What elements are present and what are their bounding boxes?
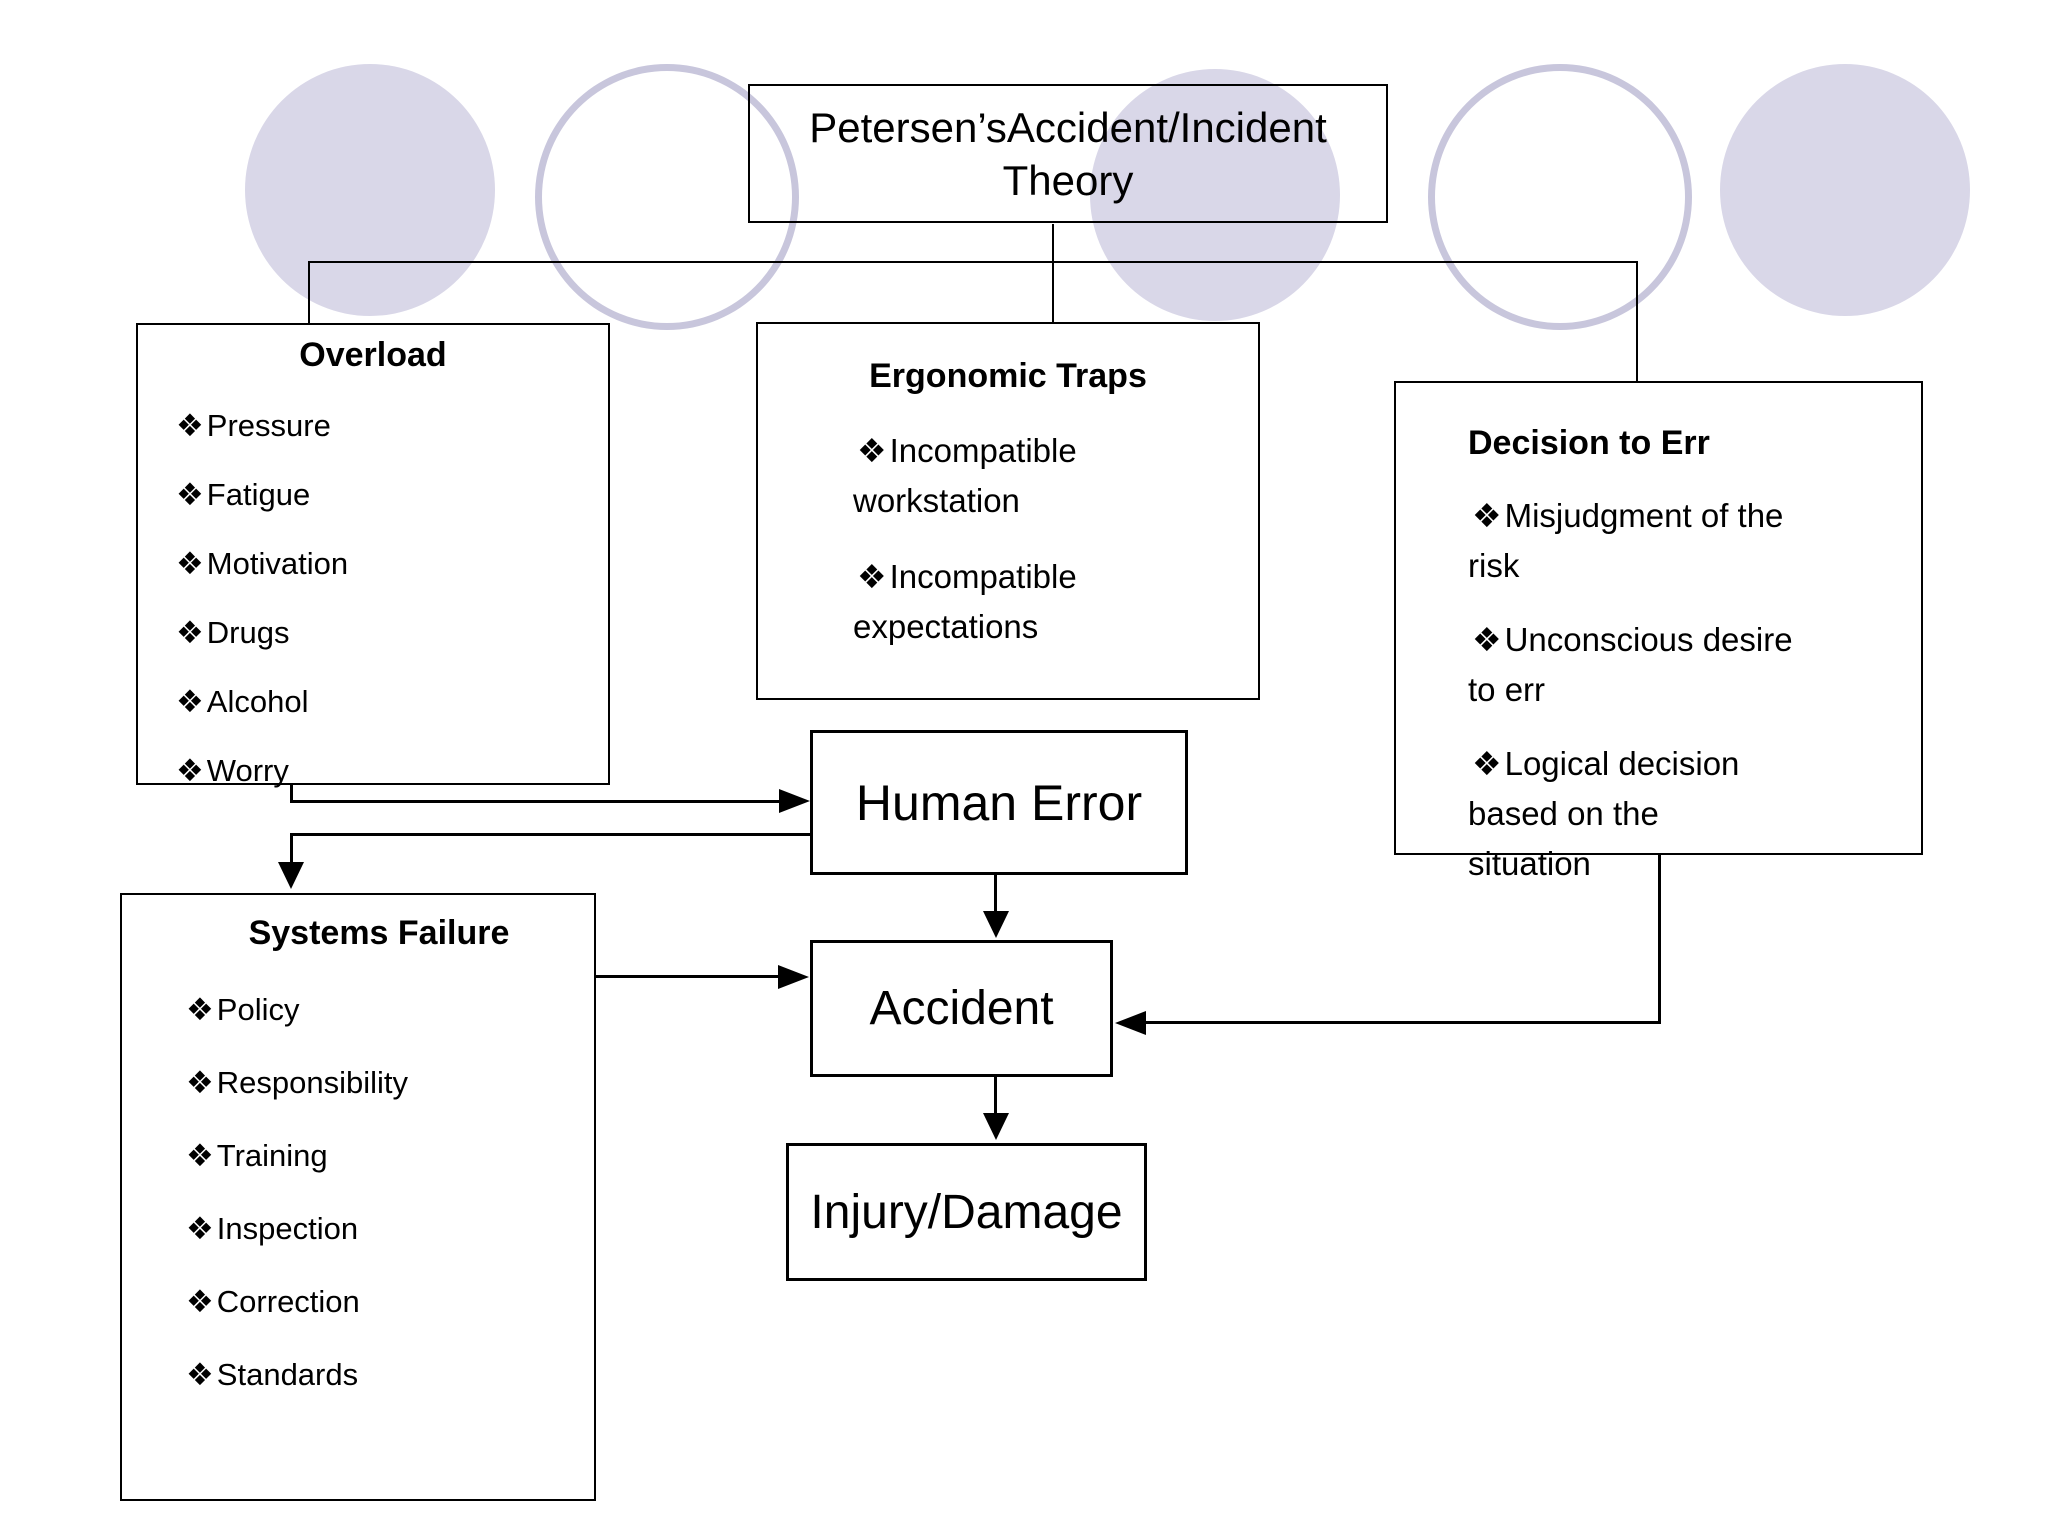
list-item: ❖Unconscious desire to err <box>1468 615 1921 715</box>
ergonomic-traps-items: ❖Incompatible workstation ❖Incompatible … <box>853 426 1258 652</box>
overload-box: Overload ❖Pressure ❖Fatigue ❖Motivation … <box>136 323 610 788</box>
bullet-icon: ❖ <box>176 408 204 443</box>
arrowhead-into-humanerror-icon <box>779 789 810 813</box>
bullet-icon: ❖ <box>176 546 204 581</box>
list-item: ❖Worry <box>172 746 608 796</box>
bullet-icon: ❖ <box>176 684 204 719</box>
systems-failure-title: Systems Failure <box>248 914 510 952</box>
list-item-label: Correction <box>216 1284 360 1319</box>
human-error-label: Human Error <box>855 774 1143 831</box>
slide-title-box: Petersen’sAccident/Incident Theory <box>748 84 1388 223</box>
list-item: ❖Training <box>182 1131 594 1181</box>
bullet-icon: ❖ <box>1472 745 1502 782</box>
list-item: ❖Inspection <box>182 1204 594 1254</box>
list-item: ❖Standards <box>182 1350 594 1400</box>
bullet-icon: ❖ <box>857 558 887 595</box>
systems-failure-items: ❖Policy ❖Responsibility ❖Training ❖Inspe… <box>182 985 594 1400</box>
list-item: ❖Pressure <box>172 401 608 451</box>
bullet-icon: ❖ <box>186 1284 214 1319</box>
bullet-icon: ❖ <box>1472 621 1502 658</box>
tree-drop-decision <box>1636 261 1638 382</box>
bullet-icon: ❖ <box>176 477 204 512</box>
list-item: ❖Alcohol <box>172 677 608 727</box>
list-item-label: Pressure <box>206 408 331 443</box>
decor-ellipse-4 <box>1428 64 1692 330</box>
list-item-label: Incompatible workstation <box>853 432 1077 519</box>
line-decision-accident-h <box>1145 1021 1661 1024</box>
list-item: ❖Motivation <box>172 539 608 589</box>
line-humanerror-systemsfailure-v <box>290 833 293 865</box>
bullet-icon: ❖ <box>176 753 204 788</box>
arrowhead-into-accident-right-icon <box>1115 1011 1146 1035</box>
tree-drop-overload <box>308 261 310 324</box>
list-item: ❖Drugs <box>172 608 608 658</box>
list-item-label: Worry <box>206 753 289 788</box>
decor-ellipse-3 <box>1090 69 1340 321</box>
arrowhead-into-systemsfailure-icon <box>278 862 304 889</box>
tree-stem-line <box>1052 224 1054 262</box>
line-humanerror-accident <box>994 875 997 915</box>
list-item-label: Unconscious desire to err <box>1468 621 1793 708</box>
overload-title: Overload <box>299 336 447 374</box>
list-item-label: Standards <box>216 1357 359 1392</box>
slide-title: Petersen’sAccident/Incident Theory <box>809 103 1327 204</box>
arrowhead-accident-injury-icon <box>983 1113 1009 1140</box>
bullet-icon: ❖ <box>186 1211 214 1246</box>
decor-ellipse-5 <box>1720 64 1970 316</box>
decision-to-err-items: ❖Misjudgment of the risk ❖Unconscious de… <box>1468 491 1921 889</box>
bullet-icon: ❖ <box>857 432 887 469</box>
list-item: ❖Incompatible workstation <box>853 426 1258 526</box>
list-item-label: Alcohol <box>206 684 309 719</box>
tree-branch-line <box>308 261 1638 263</box>
list-item: ❖Policy <box>182 985 594 1035</box>
arrow-overload-humanerror-line <box>290 800 782 803</box>
list-item-label: Responsibility <box>216 1065 409 1100</box>
list-item: ❖Correction <box>182 1277 594 1327</box>
tree-drop-ergonomic <box>1052 261 1054 323</box>
list-item-label: Logical decision based on the situation <box>1468 745 1740 882</box>
decor-ellipse-2 <box>535 64 799 330</box>
bullet-icon: ❖ <box>176 615 204 650</box>
accident-label: Accident <box>869 982 1054 1035</box>
line-decision-accident-v <box>1658 855 1661 1024</box>
arrowhead-humanerror-accident-icon <box>983 911 1009 938</box>
injury-damage-box: Injury/Damage <box>786 1143 1147 1281</box>
overload-items: ❖Pressure ❖Fatigue ❖Motivation ❖Drugs ❖A… <box>172 401 608 796</box>
list-item-label: Policy <box>216 992 300 1027</box>
decision-to-err-box: Decision to Err ❖Misjudgment of the risk… <box>1394 381 1923 882</box>
bullet-icon: ❖ <box>1472 497 1502 534</box>
list-item-label: Inspection <box>216 1211 359 1246</box>
list-item: ❖Misjudgment of the risk <box>1468 491 1921 591</box>
ergonomic-traps-box: Ergonomic Traps ❖Incompatible workstatio… <box>756 322 1260 700</box>
bullet-icon: ❖ <box>186 1065 214 1100</box>
line-systemsfailure-accident <box>595 975 781 978</box>
list-item: ❖Fatigue <box>172 470 608 520</box>
bullet-icon: ❖ <box>186 1138 214 1173</box>
list-item-label: Training <box>216 1138 328 1173</box>
list-item-label: Fatigue <box>206 477 311 512</box>
human-error-box: Human Error <box>810 730 1188 875</box>
accident-box: Accident <box>810 940 1113 1077</box>
arrow-overload-humanerror-stub <box>290 785 293 803</box>
decor-ellipse-1 <box>245 64 495 316</box>
ergonomic-traps-title: Ergonomic Traps <box>869 357 1147 395</box>
list-item-label: Misjudgment of the risk <box>1468 497 1784 584</box>
list-item-label: Drugs <box>206 615 290 650</box>
injury-damage-label: Injury/Damage <box>810 1185 1123 1239</box>
bullet-icon: ❖ <box>186 1357 214 1392</box>
arrowhead-systemsfailure-accident-icon <box>778 965 809 989</box>
line-humanerror-systemsfailure-h <box>290 833 810 836</box>
list-item: ❖Logical decision based on the situation <box>1468 739 1921 889</box>
list-item-label: Motivation <box>206 546 349 581</box>
list-item: ❖Responsibility <box>182 1058 594 1108</box>
line-accident-injury <box>994 1077 997 1117</box>
decision-to-err-title: Decision to Err <box>1468 424 1710 462</box>
list-item: ❖Incompatible expectations <box>853 552 1258 652</box>
systems-failure-box: Systems Failure ❖Policy ❖Responsibility … <box>120 893 596 1501</box>
list-item-label: Incompatible expectations <box>853 558 1077 645</box>
bullet-icon: ❖ <box>186 992 214 1027</box>
